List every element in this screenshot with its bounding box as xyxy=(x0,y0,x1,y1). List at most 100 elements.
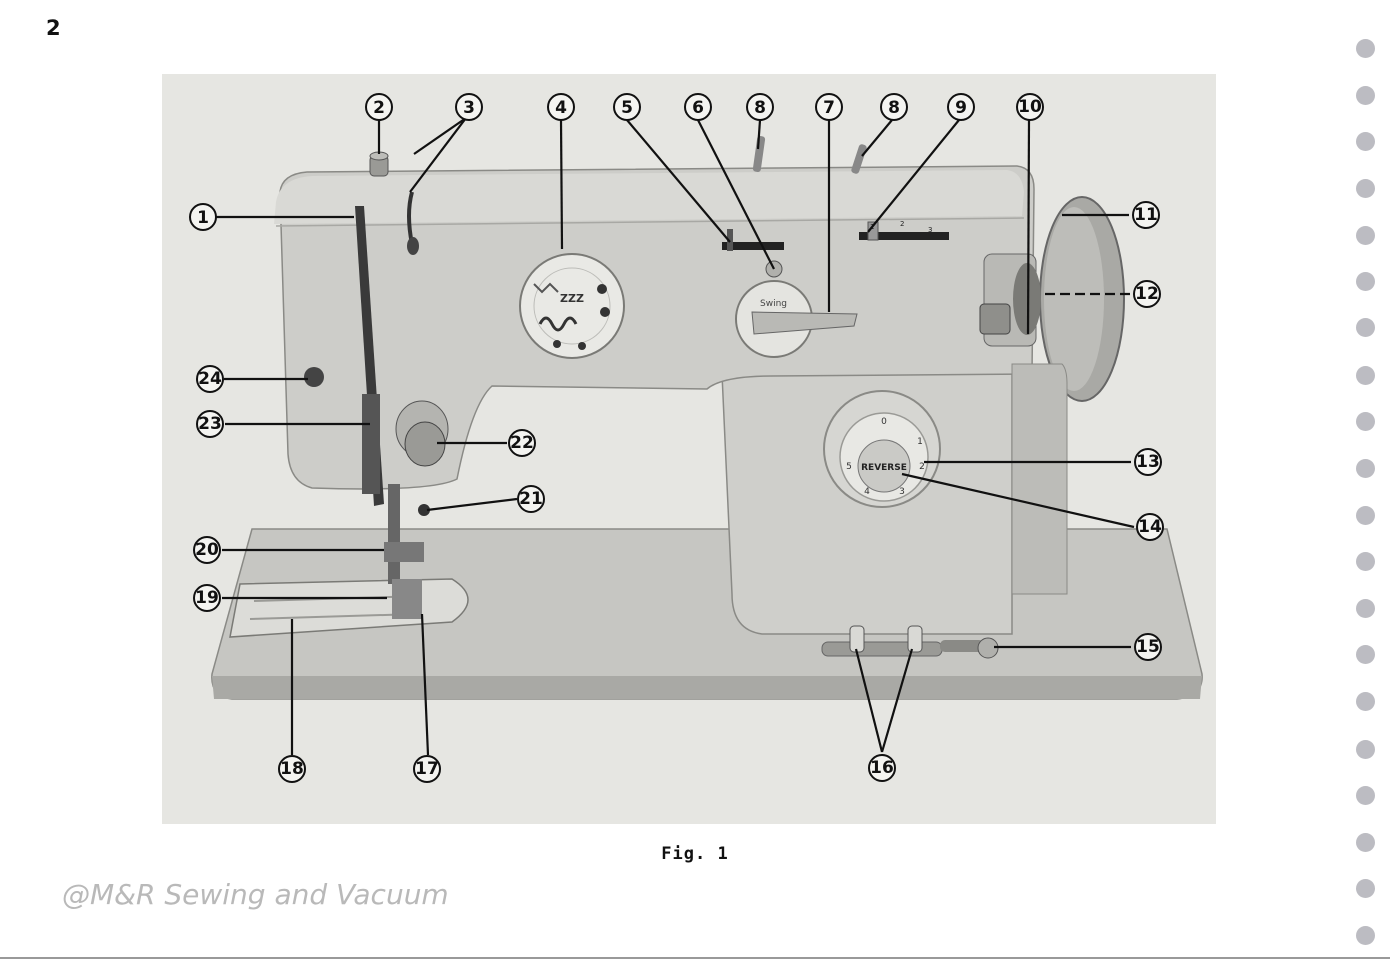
binding-hole xyxy=(1356,318,1375,337)
svg-text:9: 9 xyxy=(955,98,967,118)
callout-5: 5 xyxy=(613,93,641,121)
binding-hole xyxy=(1356,552,1375,571)
reverse-button-label: REVERSE xyxy=(861,463,907,473)
binding-hole xyxy=(1356,879,1375,898)
binding-hole xyxy=(1356,645,1375,664)
binding-holes xyxy=(1356,0,1378,960)
svg-text:18: 18 xyxy=(280,759,304,779)
length-dial-mark-5: 5 xyxy=(846,462,852,472)
binding-hole xyxy=(1356,226,1375,245)
binding-hole xyxy=(1356,506,1375,525)
length-dial-mark-0: 0 xyxy=(881,417,887,427)
binding-hole xyxy=(1356,366,1375,385)
length-dial-mark-3: 3 xyxy=(899,487,905,497)
hand-wheel xyxy=(1039,196,1125,402)
callout-20: 20 xyxy=(193,536,221,564)
svg-text:16: 16 xyxy=(870,758,894,778)
sewing-machine-figure: ZZZ Swing 1 2 3 4 0 1 2 3 4 5 xyxy=(162,74,1216,824)
callout-3: 3 xyxy=(455,93,483,121)
binding-hole xyxy=(1356,86,1375,105)
bottom-rule xyxy=(0,957,1390,959)
callout-9: 9 xyxy=(947,93,975,121)
callout-15: 15 xyxy=(1134,633,1162,661)
svg-text:8: 8 xyxy=(888,98,900,118)
callout-8b: 8 xyxy=(880,93,908,121)
callout-leaders xyxy=(216,117,1135,756)
svg-text:22: 22 xyxy=(510,433,534,453)
callout-18: 18 xyxy=(278,755,306,783)
binding-hole xyxy=(1356,833,1375,852)
callout-21: 21 xyxy=(517,485,545,513)
bed-lock-knob xyxy=(940,637,999,659)
length-dial-mark-1: 1 xyxy=(917,437,923,447)
binding-hole xyxy=(1356,786,1375,805)
callout-16: 16 xyxy=(868,754,896,782)
callout-17: 17 xyxy=(413,755,441,783)
binding-hole xyxy=(1356,599,1375,618)
binding-hole xyxy=(1356,926,1375,945)
binding-hole xyxy=(1356,132,1375,151)
svg-text:5: 5 xyxy=(621,98,633,118)
callout-8a: 8 xyxy=(746,93,774,121)
callout-11: 11 xyxy=(1132,201,1160,229)
presser-foot-screw xyxy=(418,504,430,516)
sewing-machine-illustration: ZZZ Swing 1 2 3 4 0 1 2 3 4 5 xyxy=(162,74,1216,824)
callout-19: 19 xyxy=(193,584,221,612)
svg-text:12: 12 xyxy=(1135,284,1159,304)
svg-text:20: 20 xyxy=(195,540,219,560)
callout-24: 24 xyxy=(196,365,224,393)
svg-text:19: 19 xyxy=(195,588,219,608)
svg-text:4: 4 xyxy=(555,98,567,118)
binding-hole xyxy=(1356,179,1375,198)
binding-hole xyxy=(1356,740,1375,759)
svg-text:14: 14 xyxy=(1138,517,1162,537)
svg-text:10: 10 xyxy=(1018,97,1042,117)
bobbin-winder-levers xyxy=(752,136,867,174)
stitch-length-dial: 0 1 2 3 4 5 REVERSE xyxy=(823,390,941,508)
callout-22: 22 xyxy=(508,429,536,457)
svg-text:7: 7 xyxy=(823,98,835,118)
svg-text:1: 1 xyxy=(197,208,209,228)
stitch-pattern-dial: ZZZ xyxy=(519,253,625,359)
watermark: @M&R Sewing and Vacuum xyxy=(62,878,449,911)
svg-text:21: 21 xyxy=(519,489,543,509)
svg-text:11: 11 xyxy=(1134,205,1158,225)
svg-text:17: 17 xyxy=(415,759,439,779)
stitch-width-dial: Swing xyxy=(735,260,858,358)
length-scale-mark-4: 4 xyxy=(902,232,907,240)
svg-text:15: 15 xyxy=(1136,637,1160,657)
spool-pin xyxy=(369,151,389,177)
callout-10: 10 xyxy=(1016,93,1044,121)
svg-text:3: 3 xyxy=(463,98,475,118)
thread-guide xyxy=(407,191,419,255)
callout-4: 4 xyxy=(547,93,575,121)
callout-7: 7 xyxy=(815,93,843,121)
needle-and-presser-foot xyxy=(384,484,424,619)
binding-hole xyxy=(1356,272,1375,291)
svg-text:6: 6 xyxy=(692,98,704,118)
length-dial-mark-4: 4 xyxy=(864,487,870,497)
callout-6: 6 xyxy=(684,93,712,121)
svg-text:2: 2 xyxy=(373,98,385,118)
machine-arm xyxy=(274,165,1035,490)
bobbin-winder xyxy=(979,253,1041,347)
callout-1: 1 xyxy=(189,203,217,231)
binding-hole xyxy=(1356,459,1375,478)
binding-hole xyxy=(1356,39,1375,58)
binding-hole xyxy=(1356,692,1375,711)
width-dial-label: Swing xyxy=(760,299,787,309)
callout-14: 14 xyxy=(1136,513,1164,541)
callout-2: 2 xyxy=(365,93,393,121)
length-scale-mark-3: 3 xyxy=(928,226,932,234)
svg-text:23: 23 xyxy=(198,414,222,434)
figure-caption: Fig. 1 xyxy=(661,844,729,864)
thread-take-up-lever xyxy=(355,206,384,506)
face-plate-knob xyxy=(304,367,324,387)
page-number: 2 xyxy=(46,16,61,40)
length-scale-mark-2: 2 xyxy=(900,220,904,228)
svg-text:24: 24 xyxy=(198,369,222,389)
svg-text:8: 8 xyxy=(754,98,766,118)
svg-text:13: 13 xyxy=(1136,452,1160,472)
length-dial-mark-2: 2 xyxy=(919,462,925,472)
binding-hole xyxy=(1356,412,1375,431)
